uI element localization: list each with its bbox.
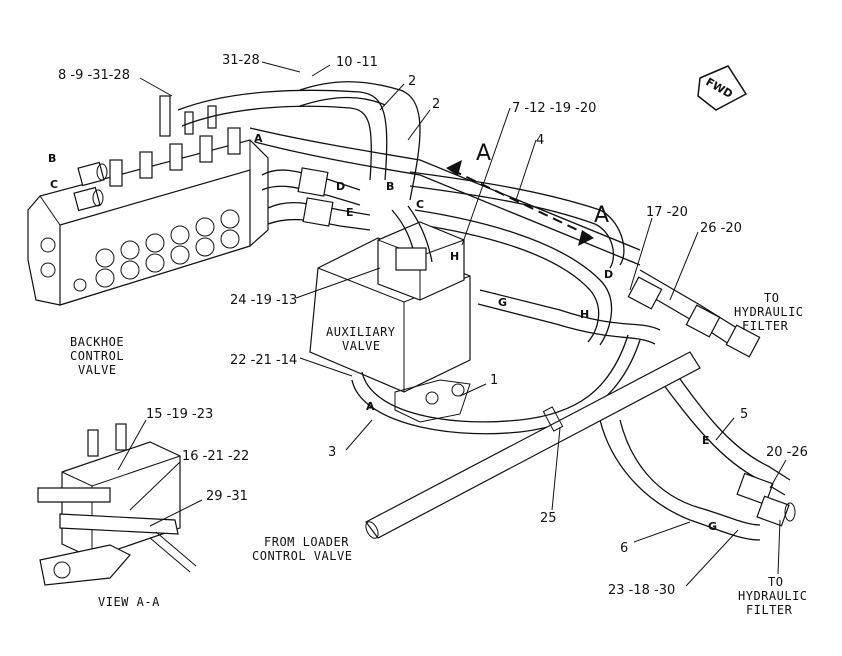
filter-caption-1c: FILTER [742, 319, 789, 333]
hose-tag-b-mid: B [386, 180, 394, 193]
callout-6: 6 [620, 541, 628, 556]
callout-2b: 2 [432, 97, 440, 112]
filter-caption-2c: FILTER [746, 603, 793, 617]
aux-valve-caption-2: VALVE [342, 339, 381, 353]
hose-tag-a-low: A [366, 400, 375, 413]
callout-25: 25 [540, 511, 557, 526]
callout-31-28: 31-28 [222, 53, 260, 68]
fwd-direction-badge: FWD [697, 65, 748, 111]
section-markers: A A [476, 141, 609, 228]
filter-caption-1b: HYDRAULIC [734, 305, 804, 319]
hose-tag-h-top: H [450, 250, 459, 263]
loader-return-pipe [365, 351, 701, 539]
callout-22-21-14: 22 -21 -14 [230, 353, 297, 368]
hose-stubs-d-e [261, 167, 371, 231]
callout-17-20: 17 -20 [646, 205, 688, 220]
hose-tag-d-mid: D [336, 180, 345, 193]
loader-caption-1: FROM LOADER [264, 535, 349, 549]
callout-16-21-22: 16 -21 -22 [182, 449, 249, 464]
hose-tag-g-mid: G [498, 296, 507, 309]
callout-2a: 2 [408, 74, 416, 89]
callout-24-19-13: 24 -19 -13 [230, 293, 297, 308]
callout-4: 4 [536, 133, 544, 148]
filter-fittings [627, 269, 796, 527]
backhoe-valve-caption-2: CONTROL [70, 349, 124, 363]
callout-20-26: 20 -26 [766, 445, 808, 460]
hose-tag-h-mid: H [580, 308, 589, 321]
backhoe-valve-caption-3: VALVE [78, 363, 117, 377]
section-marker-a-1: A [476, 141, 491, 166]
hose-tag-b-left: B [48, 152, 56, 165]
callout-10-11: 10 -11 [336, 55, 378, 70]
filter-caption-1a: TO [764, 291, 779, 305]
hose-tag-e-mid: E [346, 206, 354, 219]
hose-tag-g-right: G [708, 520, 717, 533]
section-line-a-a [446, 160, 594, 246]
callout-7-12-19-20: 7 -12 -19 -20 [512, 101, 596, 116]
hose-tag-d-right: D [604, 268, 613, 281]
hose-bundle-lower [351, 289, 791, 541]
valve-side-fittings [73, 161, 108, 212]
callout-29-31: 29 -31 [206, 489, 248, 504]
hose-tag-c-left: C [50, 178, 58, 191]
callout-26-20: 26 -20 [700, 221, 742, 236]
view-a-a-caption: VIEW A-A [98, 595, 160, 609]
backhoe-control-valve [27, 95, 269, 306]
callout-15-19-23: 15 -19 -23 [146, 407, 213, 422]
callout-1: 1 [490, 373, 498, 388]
section-marker-a-2: A [594, 203, 609, 228]
hose-bundle-upper [177, 81, 641, 346]
hose-tag-c-mid: C [416, 198, 424, 211]
callout-3: 3 [328, 445, 336, 460]
backhoe-valve-caption-1: BACKHOE [70, 335, 124, 349]
hose-tag-e-right: E [702, 434, 710, 447]
filter-caption-2a: TO [768, 575, 783, 589]
aux-valve-caption-1: AUXILIARY [326, 325, 396, 339]
callout-23-18-30: 23 -18 -30 [608, 583, 675, 598]
hose-letter-tags: B C A D E B C H H G D A E G [48, 132, 717, 533]
auxiliary-valve [309, 205, 471, 423]
hose-tag-a-top: A [254, 132, 263, 145]
callout-8-9-31-28: 8 -9 -31-28 [58, 68, 130, 83]
view-a-a-inset [37, 423, 197, 586]
loader-caption-2: CONTROL VALVE [252, 549, 352, 563]
leader-lines [117, 61, 787, 587]
callout-5: 5 [740, 407, 748, 422]
captions: BACKHOE CONTROL VALVE AUXILIARY VALVE TO… [70, 291, 808, 617]
callout-labels: 8 -9 -31-28 31-28 10 -11 2 2 7 -12 -19 -… [58, 53, 808, 598]
valve-spool-ports [40, 209, 240, 292]
filter-caption-2b: HYDRAULIC [738, 589, 808, 603]
